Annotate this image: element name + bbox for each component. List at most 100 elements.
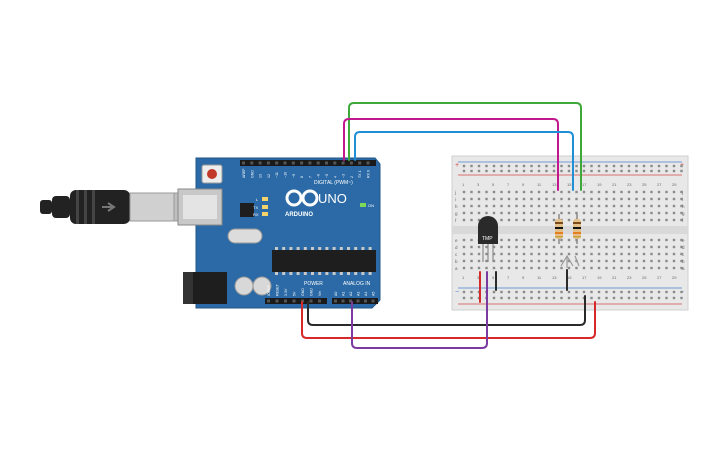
breadboard-hole[interactable]	[560, 169, 563, 173]
header-hole[interactable]	[267, 299, 270, 303]
breadboard-hole[interactable]	[657, 204, 661, 208]
breadboard-hole[interactable]	[657, 190, 661, 194]
breadboard-hole[interactable]	[492, 259, 496, 263]
breadboard-hole[interactable]	[485, 164, 488, 168]
header-hole[interactable]	[309, 299, 313, 303]
breadboard-hole[interactable]	[567, 169, 571, 173]
resistor-1[interactable]	[555, 214, 563, 244]
breadboard-hole[interactable]	[635, 245, 638, 249]
header-hole[interactable]	[242, 161, 245, 165]
breadboard-hole[interactable]	[477, 169, 481, 173]
breadboard-hole[interactable]	[485, 190, 488, 194]
breadboard-hole[interactable]	[470, 259, 473, 263]
breadboard-hole[interactable]	[620, 238, 623, 242]
breadboard-hole[interactable]	[477, 266, 481, 270]
breadboard-hole[interactable]	[642, 252, 646, 256]
breadboard-hole[interactable]	[612, 204, 616, 208]
breadboard-hole[interactable]	[575, 266, 578, 270]
breadboard-hole[interactable]	[590, 218, 593, 222]
breadboard-hole[interactable]	[680, 197, 683, 201]
breadboard-hole[interactable]	[612, 245, 616, 249]
breadboard-hole[interactable]	[507, 252, 511, 256]
breadboard-hole[interactable]	[485, 197, 488, 201]
breadboard-hole[interactable]	[642, 218, 646, 222]
header-hole[interactable]	[292, 299, 296, 303]
breadboard-hole[interactable]	[545, 290, 548, 294]
breadboard-hole[interactable]	[522, 266, 526, 270]
breadboard-hole[interactable]	[680, 169, 683, 173]
breadboard-hole[interactable]	[665, 164, 668, 168]
breadboard-hole[interactable]	[492, 164, 496, 168]
breadboard-hole[interactable]	[560, 197, 563, 201]
breadboard-hole[interactable]	[642, 169, 646, 173]
breadboard-hole[interactable]	[582, 190, 586, 194]
breadboard-hole[interactable]	[567, 259, 571, 263]
breadboard-hole[interactable]	[575, 169, 578, 173]
header-hole[interactable]	[364, 299, 367, 303]
breadboard-hole[interactable]	[635, 266, 638, 270]
breadboard-hole[interactable]	[500, 218, 503, 222]
breadboard-hole[interactable]	[590, 197, 593, 201]
breadboard-hole[interactable]	[590, 169, 593, 173]
breadboard-hole[interactable]	[470, 266, 473, 270]
breadboard-hole[interactable]	[537, 290, 541, 294]
breadboard-hole[interactable]	[627, 164, 631, 168]
resistor-2[interactable]	[573, 214, 581, 244]
breadboard-hole[interactable]	[650, 296, 653, 300]
breadboard-hole[interactable]	[575, 197, 578, 201]
breadboard-hole[interactable]	[627, 190, 631, 194]
breadboard-hole[interactable]	[627, 238, 631, 242]
breadboard-hole[interactable]	[522, 238, 526, 242]
temperature-sensor[interactable]: TMP	[478, 216, 498, 262]
breadboard-hole[interactable]	[657, 197, 661, 201]
breadboard-hole[interactable]	[567, 211, 571, 215]
breadboard-hole[interactable]	[492, 190, 496, 194]
breadboard-hole[interactable]	[500, 197, 503, 201]
header-hole[interactable]	[301, 299, 304, 303]
breadboard-hole[interactable]	[665, 238, 668, 242]
breadboard-hole[interactable]	[530, 211, 533, 215]
header-hole[interactable]	[341, 299, 345, 303]
breadboard-hole[interactable]	[470, 204, 473, 208]
breadboard-hole[interactable]	[552, 266, 556, 270]
breadboard-hole[interactable]	[515, 164, 518, 168]
breadboard-hole[interactable]	[672, 259, 676, 263]
breadboard-hole[interactable]	[477, 218, 481, 222]
breadboard-hole[interactable]	[545, 266, 548, 270]
header-hole[interactable]	[349, 299, 352, 303]
breadboard-hole[interactable]	[470, 238, 473, 242]
breadboard-hole[interactable]	[507, 259, 511, 263]
breadboard-hole[interactable]	[605, 204, 608, 208]
breadboard-hole[interactable]	[627, 218, 631, 222]
breadboard-hole[interactable]	[530, 259, 533, 263]
breadboard-hole[interactable]	[657, 296, 661, 300]
breadboard-hole[interactable]	[620, 266, 623, 270]
breadboard-hole[interactable]	[537, 169, 541, 173]
breadboard-hole[interactable]	[672, 218, 676, 222]
breadboard-hole[interactable]	[597, 190, 601, 194]
breadboard-hole[interactable]	[605, 245, 608, 249]
breadboard-hole[interactable]	[522, 204, 526, 208]
breadboard-hole[interactable]	[635, 238, 638, 242]
breadboard-hole[interactable]	[582, 266, 586, 270]
breadboard-hole[interactable]	[665, 211, 668, 215]
breadboard-hole[interactable]	[500, 290, 503, 294]
breadboard-hole[interactable]	[582, 252, 586, 256]
header-hole[interactable]	[291, 161, 295, 165]
breadboard-hole[interactable]	[650, 290, 653, 294]
breadboard-hole[interactable]	[665, 266, 668, 270]
breadboard-hole[interactable]	[680, 296, 683, 300]
breadboard-hole[interactable]	[590, 190, 593, 194]
breadboard-hole[interactable]	[470, 197, 473, 201]
breadboard-hole[interactable]	[597, 204, 601, 208]
breadboard-hole[interactable]	[665, 169, 668, 173]
breadboard-hole[interactable]	[657, 252, 661, 256]
breadboard-hole[interactable]	[522, 164, 526, 168]
breadboard-hole[interactable]	[635, 204, 638, 208]
breadboard-hole[interactable]	[560, 190, 563, 194]
breadboard-hole[interactable]	[522, 296, 526, 300]
breadboard-hole[interactable]	[612, 252, 616, 256]
breadboard-hole[interactable]	[657, 238, 661, 242]
breadboard-hole[interactable]	[635, 197, 638, 201]
